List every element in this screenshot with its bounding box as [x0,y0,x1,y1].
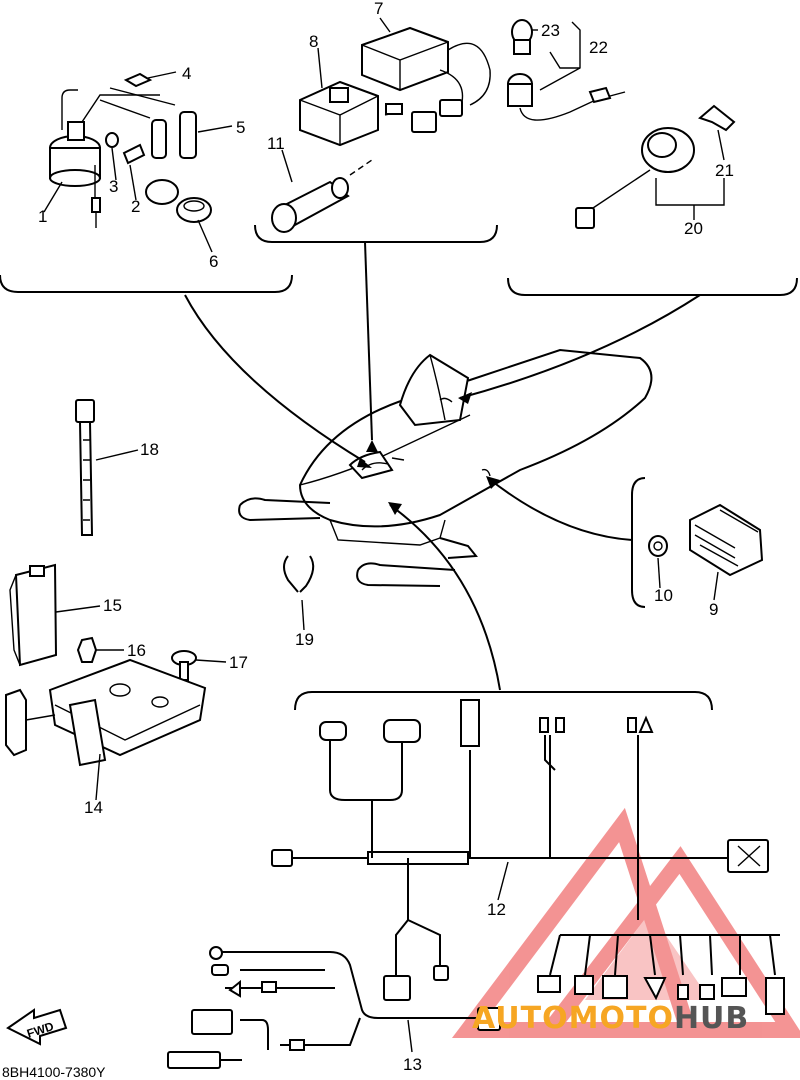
forward-arrow: FWD [6,1008,68,1046]
callout-2: 2 [131,197,140,216]
main-switch [575,104,736,229]
rubber-sleeve [271,159,373,233]
grommets [145,179,212,223]
wire-harness [167,699,785,1069]
leader-lines [184,241,701,691]
callout-5: 5 [236,118,245,137]
group-bracket-ignition [0,274,293,293]
callout-18: 18 [140,440,159,459]
group-bracket-regulator [631,477,646,608]
group-bracket-switch [507,277,798,296]
callout-7: 7 [374,0,383,18]
spark-plug-caps [99,87,197,159]
ignition-coil [49,89,160,228]
washer [105,132,119,148]
callout-1: 1 [38,207,47,226]
drawing-code: 8BH4100-7380Y [2,1064,106,1080]
callout-15: 15 [103,596,122,615]
callout-4: 4 [182,64,191,83]
callout-19: 19 [295,630,314,649]
cover [9,563,58,667]
bolt [122,143,146,165]
watermark-text: AUTOMOTOHUB [472,1001,749,1036]
cdi-unit [361,26,491,133]
callout-labels: 1 2 3 4 5 6 7 8 9 10 11 12 13 14 15 16 1… [38,0,734,1074]
callout-20: 20 [684,219,703,238]
callout-21: 21 [715,161,734,180]
callout-16: 16 [127,641,146,660]
callout-22: 22 [589,38,608,57]
callout-13: 13 [403,1055,422,1074]
cdi-bracket [299,80,379,147]
clamp [123,72,153,88]
flange-nut [76,636,98,663]
callout-14: 14 [84,798,103,817]
callout-11: 11 [267,134,285,153]
callout-23: 23 [541,21,560,40]
callout-12: 12 [487,900,506,919]
wire-clamp [283,555,315,593]
group-bracket-cdi [254,224,498,243]
callout-10: 10 [654,586,673,605]
screw [171,650,197,681]
cable-band [75,399,95,536]
bulb [511,19,533,55]
callout-8: 8 [309,32,318,51]
snowmobile-illustration [238,348,653,587]
watermark-part1: AUTOMOTO [472,1001,674,1036]
callout-leaders [43,17,725,1053]
callout-9: 9 [709,600,718,619]
callout-3: 3 [109,177,118,196]
watermark-part2: HUB [674,1001,749,1036]
nut [648,535,668,557]
callout-17: 17 [229,653,248,672]
callout-6: 6 [209,252,218,271]
voltage-regulator [689,503,764,577]
bracket-plate [5,658,207,767]
indicator-socket [507,73,626,121]
group-bracket-harness [294,691,713,711]
